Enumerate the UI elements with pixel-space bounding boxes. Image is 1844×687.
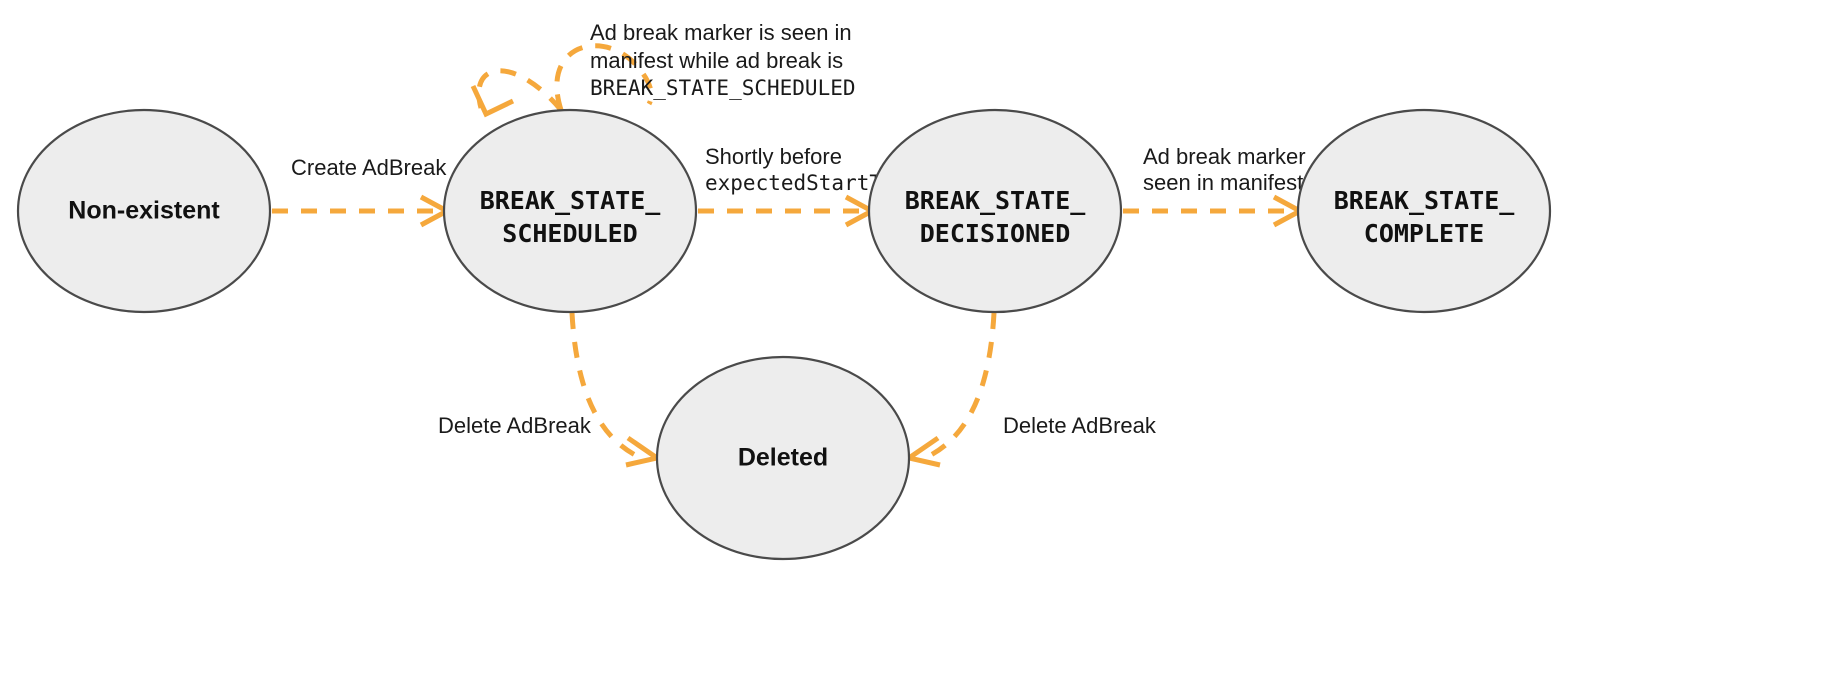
node-break-state-scheduled-label-line2: SCHEDULED [502,219,637,248]
node-break-state-decisioned-label-line2: DECISIONED [920,219,1071,248]
node-deleted-label: Deleted [738,444,828,472]
node-non-existent-shape [16,108,272,314]
edge-decisioned-to-deleted-label: Delete AdBreak [1003,413,1157,438]
node-break-state-decisioned[interactable]: BREAK_STATE_ DECISIONED [867,108,1123,314]
edge-decisioned-to-complete[interactable]: Ad break marker seen in manifest [1123,144,1306,228]
node-break-state-complete-label-line1: BREAK_STATE_ [1334,186,1516,215]
edge-decisioned-to-complete-label-line2: seen in manifest [1143,170,1303,195]
node-break-state-scheduled[interactable]: BREAK_STATE_ SCHEDULED [442,108,698,314]
node-break-state-scheduled-label-line1: BREAK_STATE_ [480,186,662,215]
node-break-state-decisioned-shape [867,108,1123,314]
edge-decisioned-to-deleted-label-mono: AdBreak [1072,413,1157,438]
edge-scheduled-to-deleted-label: Delete AdBreak [438,413,592,438]
edge-scheduled-to-deleted-line [569,312,641,460]
edge-self-loop-scheduled[interactable]: Ad break marker is seen in manifest whil… [470,20,856,118]
node-break-state-scheduled-shape [442,108,698,314]
edge-self-loop-scheduled-line [554,43,654,111]
edge-create-adbreak-label: Create AdBreak [291,155,447,180]
edge-create-adbreak-label-mono: AdBreak [362,155,447,180]
edge-decisioned-to-complete-label-line1: Ad break marker [1143,144,1306,169]
edge-self-loop-scheduled-line-left [476,68,563,112]
edge-create-adbreak-label-sans: Create [291,155,357,180]
edge-scheduled-to-decisioned-label-line1: Shortly before [705,144,842,169]
node-non-existent-label: Non-existent [68,197,220,225]
edge-self-loop-scheduled-label-line3: BREAK_STATE_SCHEDULED [590,76,856,100]
node-non-existent[interactable]: Non-existent [16,108,272,314]
node-break-state-decisioned-label-line1: BREAK_STATE_ [905,186,1087,215]
node-deleted-shape [655,355,911,561]
edge-scheduled-to-deleted[interactable]: Delete AdBreak [438,312,664,468]
edge-create-adbreak[interactable]: Create AdBreak [272,155,453,228]
edge-self-loop-scheduled-arrowhead [470,84,515,118]
edge-decisioned-to-deleted[interactable]: Delete AdBreak [902,312,1157,468]
node-break-state-complete-label-line2: COMPLETE [1364,219,1484,248]
edge-self-loop-scheduled-label-line2: manifest while ad break is [590,48,843,73]
edge-decisioned-to-deleted-line [925,312,997,460]
node-break-state-complete[interactable]: BREAK_STATE_ COMPLETE [1296,108,1552,314]
node-deleted[interactable]: Deleted [655,355,911,561]
edge-decisioned-to-deleted-label-sans: Delete [1003,413,1067,438]
edge-scheduled-to-deleted-label-mono: AdBreak [507,413,592,438]
node-break-state-complete-shape [1296,108,1552,314]
edge-self-loop-scheduled-label-line1: Ad break marker is seen in [590,20,852,45]
edge-scheduled-to-deleted-label-sans: Delete [438,413,502,438]
